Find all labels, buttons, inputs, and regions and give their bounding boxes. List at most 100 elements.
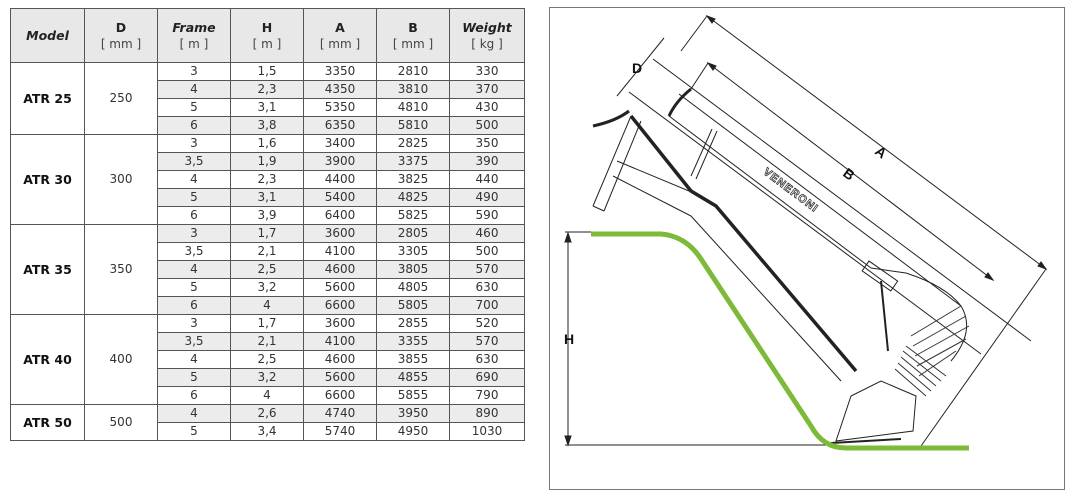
cell-b: 2805 <box>376 224 450 243</box>
cell-weight: 440 <box>449 170 525 189</box>
cell-a: 4400 <box>303 170 377 189</box>
cell-a: 6350 <box>303 116 377 135</box>
cell-a: 3400 <box>303 134 377 153</box>
cell-weight: 520 <box>449 314 525 333</box>
cell-b: 4950 <box>376 422 450 441</box>
cell-frame: 6 <box>157 206 231 225</box>
cell-d: 250 <box>84 62 158 135</box>
cell-b: 4810 <box>376 98 450 117</box>
cell-weight: 390 <box>449 152 525 171</box>
cell-h: 1,9 <box>230 152 304 171</box>
cell-frame: 6 <box>157 386 231 405</box>
cell-b: 4805 <box>376 278 450 297</box>
cell-model: ATR 40 <box>10 314 85 405</box>
dimension-line-d <box>616 37 665 97</box>
cell-h: 3,2 <box>230 368 304 387</box>
cell-a: 5600 <box>303 368 377 387</box>
cell-weight: 500 <box>449 116 525 135</box>
cell-frame: 3,5 <box>157 242 231 261</box>
extension-line-a-bottom <box>920 268 1047 447</box>
cell-a: 4100 <box>303 242 377 261</box>
cylinder-mount <box>861 260 899 292</box>
dimension-line-b <box>707 62 994 281</box>
cell-b: 3375 <box>376 152 450 171</box>
cell-a: 4740 <box>303 404 377 423</box>
cell-a: 4100 <box>303 332 377 351</box>
cell-h: 1,5 <box>230 62 304 81</box>
cell-h: 2,1 <box>230 332 304 351</box>
cell-h: 1,7 <box>230 224 304 243</box>
header-label: Frame <box>172 19 216 35</box>
cell-a: 3600 <box>303 224 377 243</box>
cell-d: 300 <box>84 134 158 225</box>
cell-a: 3600 <box>303 314 377 333</box>
cell-frame: 5 <box>157 188 231 207</box>
tube-edge-top <box>678 93 962 307</box>
cell-a: 4350 <box>303 80 377 99</box>
technical-drawing <box>564 14 1048 451</box>
cell-weight: 330 <box>449 62 525 81</box>
cell-frame: 5 <box>157 98 231 117</box>
header-model: Model <box>10 8 85 63</box>
cell-weight: 490 <box>449 188 525 207</box>
arrow-a-bottom <box>1037 261 1048 271</box>
cell-model: ATR 25 <box>10 62 85 135</box>
cell-h: 2,1 <box>230 242 304 261</box>
cell-b: 5805 <box>376 296 450 315</box>
cell-h: 3,8 <box>230 116 304 135</box>
hopper-guard <box>667 87 692 117</box>
cell-h: 3,4 <box>230 422 304 441</box>
extension-line-b-top <box>690 62 709 90</box>
arrow-h-bottom <box>564 435 572 447</box>
cell-h: 2,5 <box>230 260 304 279</box>
cell-d: 500 <box>84 404 158 441</box>
hose-end <box>592 109 630 128</box>
cell-h: 4 <box>230 296 304 315</box>
tube-top-line-long <box>652 58 1032 342</box>
label-h: H <box>564 331 575 347</box>
header-label: Weight <box>462 19 512 35</box>
extension-line-a-top <box>680 15 708 52</box>
cell-weight: 790 <box>449 386 525 405</box>
cell-h: 3,1 <box>230 98 304 117</box>
header-d: D [ mm ] <box>84 8 158 63</box>
cell-weight: 350 <box>449 134 525 153</box>
label-d: D <box>632 60 643 76</box>
cell-weight: 460 <box>449 224 525 243</box>
support-post <box>690 128 713 177</box>
cell-h: 1,6 <box>230 134 304 153</box>
cell-a: 5350 <box>303 98 377 117</box>
cell-h: 2,5 <box>230 350 304 369</box>
frame-rail-lower <box>690 215 842 382</box>
cell-weight: 890 <box>449 404 525 423</box>
cell-model: ATR 30 <box>10 134 85 225</box>
cell-b: 2855 <box>376 314 450 333</box>
cell-frame: 4 <box>157 350 231 369</box>
hydraulic-hose <box>629 114 858 373</box>
cell-b: 2825 <box>376 134 450 153</box>
cell-a: 3350 <box>303 62 377 81</box>
cell-frame: 3 <box>157 62 231 81</box>
cell-frame: 3,5 <box>157 332 231 351</box>
cell-frame: 4 <box>157 80 231 99</box>
header-a: A [ mm ] <box>303 8 377 63</box>
cell-frame: 3 <box>157 314 231 333</box>
cell-h: 3,1 <box>230 188 304 207</box>
header-unit: [ mm ] <box>392 36 434 51</box>
header-unit: [ m ] <box>252 36 282 51</box>
cell-frame: 4 <box>157 404 231 423</box>
cell-a: 5740 <box>303 422 377 441</box>
cell-a: 5400 <box>303 188 377 207</box>
cell-b: 2810 <box>376 62 450 81</box>
cell-a: 6600 <box>303 296 377 315</box>
cell-frame: 3 <box>157 224 231 243</box>
cell-h: 2,3 <box>230 80 304 99</box>
header-label: Model <box>26 27 69 43</box>
arrow-h-top <box>564 231 572 243</box>
